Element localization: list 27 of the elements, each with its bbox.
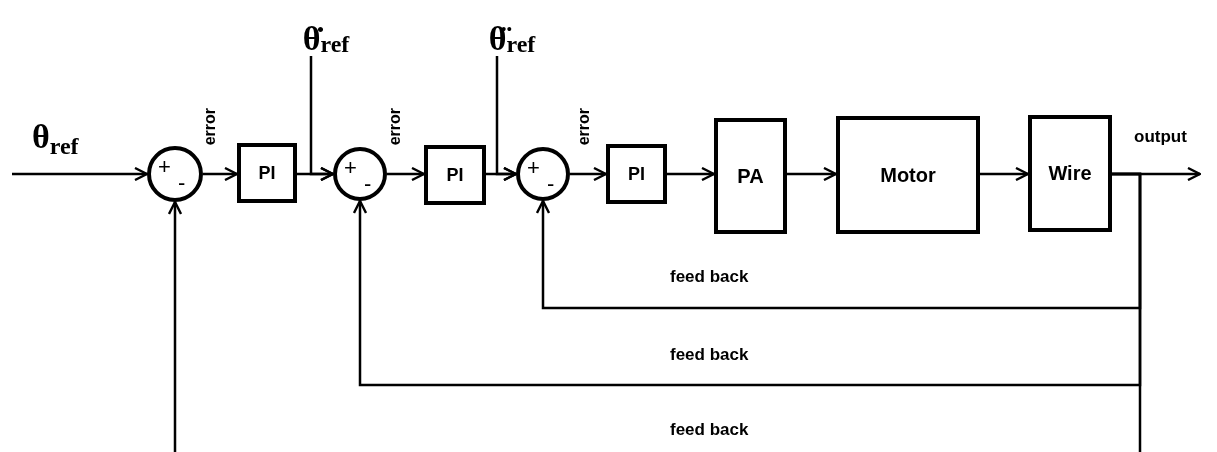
block-box: PI [237, 143, 297, 203]
reference-signal-label: θ̇$_{ref}$ [284, 10, 368, 56]
block-box: Motor [836, 116, 980, 234]
minus-sign: - [178, 172, 186, 194]
block-box: PI [606, 144, 667, 204]
arrow [167, 172, 1142, 452]
block-box: PA [714, 118, 787, 234]
minus-sign: - [364, 173, 372, 195]
arrow [570, 166, 608, 182]
arrow [12, 166, 149, 182]
summing-junction [147, 146, 203, 202]
minus-sign: - [547, 173, 555, 195]
arrow [667, 166, 716, 182]
arrow [980, 166, 1030, 182]
arrow [495, 56, 518, 182]
reference-signal-label: θ̈$_{ref}$ [470, 10, 554, 56]
arrow [387, 166, 426, 182]
plus-sign: + [158, 156, 171, 178]
plus-sign: + [344, 157, 357, 179]
signal-label: θ$_{ref}$ [32, 118, 79, 160]
arrow [309, 56, 335, 182]
block-box: Wire [1028, 115, 1112, 232]
plus-sign: + [527, 157, 540, 179]
arrow [787, 166, 838, 182]
block-box: PI [424, 145, 486, 205]
arrow [203, 166, 239, 182]
edge-label: output [1134, 128, 1187, 147]
